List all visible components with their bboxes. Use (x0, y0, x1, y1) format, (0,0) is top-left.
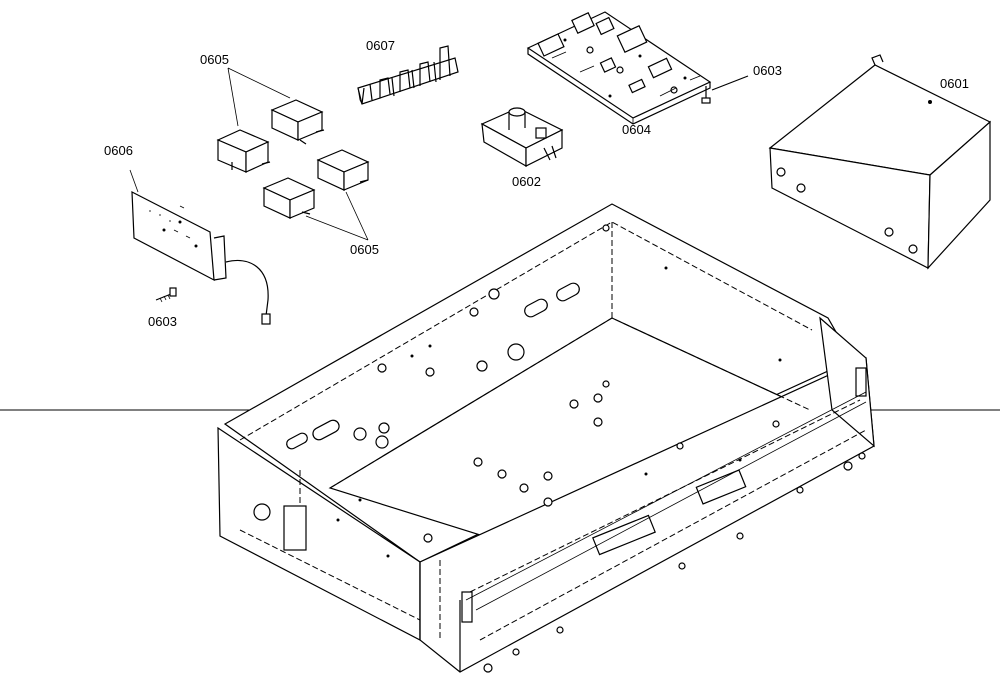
part-0605-relays (216, 67, 370, 241)
label-0602: 0602 (512, 174, 541, 189)
label-0605-top: 0605 (200, 52, 229, 67)
part-0602-relay-module (480, 107, 564, 168)
part-0607-terminal-strip (357, 45, 459, 105)
part-0604-control-board (526, 11, 712, 125)
label-0607: 0607 (366, 38, 395, 53)
part-0603-screw-top (701, 75, 749, 104)
label-0606: 0606 (104, 143, 133, 158)
chassis-tray (217, 203, 875, 673)
label-0604: 0604 (622, 122, 651, 137)
label-0601: 0601 (940, 76, 969, 91)
part-0603-screw-left (155, 287, 177, 303)
part-0606-sensor-board (129, 169, 271, 325)
part-0601-cover (768, 54, 992, 270)
label-0603-left: 0603 (148, 314, 177, 329)
label-0605-bottom: 0605 (350, 242, 379, 257)
label-0603-top: 0603 (753, 63, 782, 78)
